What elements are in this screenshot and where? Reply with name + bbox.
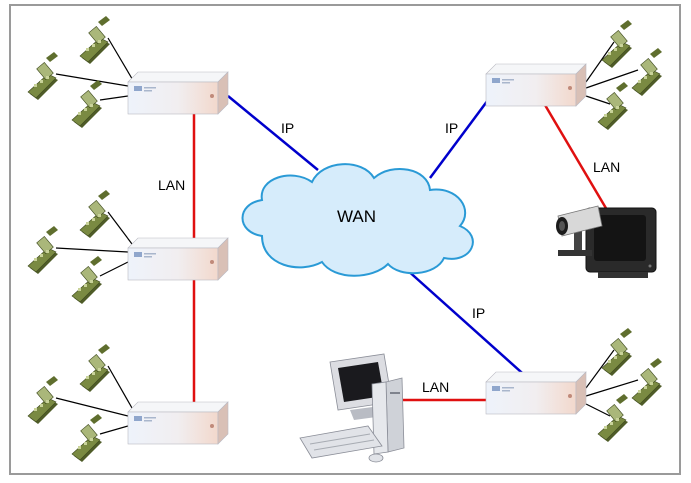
ip-phone-icon <box>601 19 633 69</box>
ip-phone-icon <box>79 343 111 393</box>
video-camera-icon <box>556 205 603 256</box>
gateway-site-left-top <box>27 15 229 129</box>
gateway-box-icon <box>485 63 587 107</box>
ip-phone-icon <box>601 327 633 377</box>
gateway-box-icon <box>127 401 229 445</box>
gateway-site-right-top <box>485 19 663 131</box>
ip-phone-icon <box>27 51 59 101</box>
wan-label: WAN <box>337 207 376 226</box>
gateway-site-left-middle <box>27 189 229 305</box>
ip-label-bottom-right: IP <box>472 305 485 321</box>
gateway-site-left-bottom <box>27 343 229 463</box>
ip-label-top-right: IP <box>445 120 458 136</box>
ip-phone-icon <box>79 189 111 239</box>
gateway-box-icon <box>127 237 229 281</box>
tv-monitor-icon <box>585 207 657 278</box>
lan-label-left: LAN <box>158 177 185 193</box>
ip-phone-icon <box>631 357 663 407</box>
lan-link-camera <box>543 104 612 216</box>
ip-phone-icon <box>79 15 111 65</box>
gateway-box-icon <box>127 71 229 115</box>
ip-phone-icon <box>71 255 103 305</box>
gateway-site-right-bottom <box>485 327 663 443</box>
ip-link-top-right <box>428 99 490 179</box>
lan-label-computer: LAN <box>422 379 449 395</box>
ip-phone-icon <box>71 413 103 463</box>
ip-links <box>227 95 531 381</box>
video-camera-site <box>556 205 657 278</box>
gateway-box-icon <box>485 371 587 415</box>
wan-cloud-icon <box>241 163 474 277</box>
ip-link-top-left <box>227 95 319 171</box>
ip-label-top-left: IP <box>281 120 294 136</box>
lan-label-camera: LAN <box>593 159 620 175</box>
ip-phone-icon <box>597 81 629 131</box>
ip-phone-icon <box>27 225 59 275</box>
ip-phone-icon <box>27 375 59 425</box>
ip-phone-icon <box>631 47 663 97</box>
desktop-computer-icon <box>299 353 405 463</box>
ip-phone-icon <box>71 79 103 129</box>
ip-link-bottom-right <box>395 259 531 381</box>
ip-phone-icon <box>597 393 629 443</box>
